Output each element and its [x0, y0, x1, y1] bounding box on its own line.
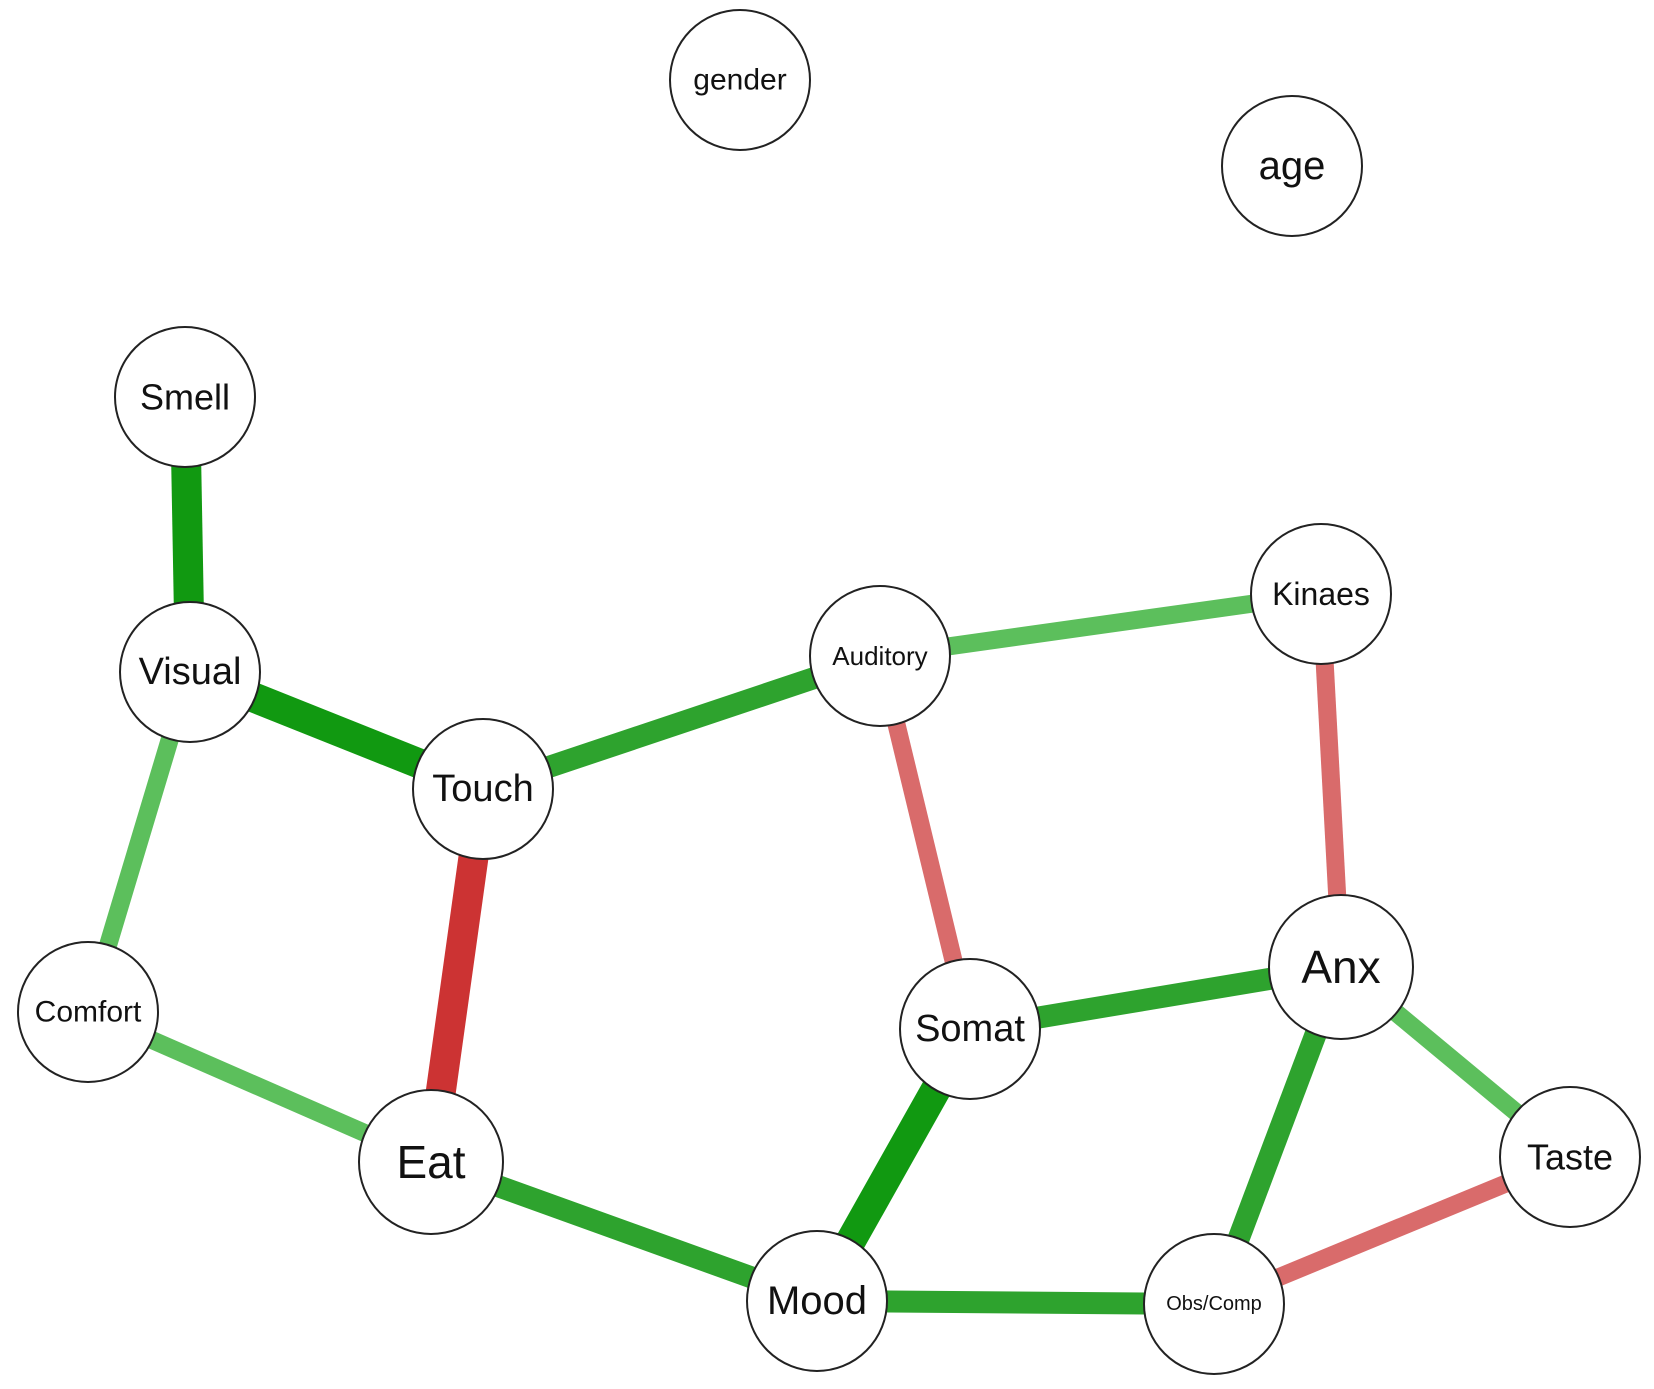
- node-taste: Taste: [1499, 1086, 1641, 1228]
- node-gender: gender: [669, 9, 811, 151]
- node-circle-touch: [412, 718, 554, 860]
- node-smell: Smell: [114, 326, 256, 468]
- node-label-anx: Anx: [1301, 941, 1380, 993]
- node-kinaes: Kinaes: [1250, 523, 1392, 665]
- node-circle-comfort: [17, 941, 159, 1083]
- node-circle-kinaes: [1250, 523, 1392, 665]
- node-label-eat: Eat: [396, 1136, 465, 1188]
- node-label-taste: Taste: [1527, 1137, 1613, 1178]
- node-label-auditory: Auditory: [832, 641, 927, 671]
- node-circle-obscomp: [1143, 1233, 1285, 1375]
- node-label-touch: Touch: [432, 768, 533, 810]
- node-circle-age: [1221, 95, 1363, 237]
- edge-auditory-kinaes: [878, 585, 1323, 665]
- node-circle-smell: [114, 326, 256, 468]
- node-anx: Anx: [1268, 894, 1414, 1040]
- node-circle-mood: [746, 1230, 888, 1372]
- node-label-gender: gender: [693, 64, 786, 97]
- node-label-mood: Mood: [767, 1279, 867, 1323]
- node-circle-taste: [1499, 1086, 1641, 1228]
- node-circle-eat: [358, 1089, 504, 1235]
- node-label-obscomp: Obs/Comp: [1166, 1293, 1262, 1315]
- node-circle-auditory: [809, 585, 951, 727]
- node-circle-anx: [1268, 894, 1414, 1040]
- node-label-somat: Somat: [915, 1008, 1025, 1050]
- node-age: age: [1221, 95, 1363, 237]
- node-label-kinaes: Kinaes: [1272, 576, 1370, 612]
- node-somat: Somat: [899, 958, 1041, 1100]
- node-label-age: age: [1259, 144, 1326, 188]
- node-auditory: Auditory: [809, 585, 951, 727]
- node-obscomp: Obs/Comp: [1143, 1233, 1285, 1375]
- node-touch: Touch: [412, 718, 554, 860]
- node-label-smell: Smell: [140, 377, 230, 418]
- node-comfort: Comfort: [17, 941, 159, 1083]
- node-label-visual: Visual: [139, 651, 242, 693]
- node-circle-gender: [669, 9, 811, 151]
- node-circle-visual: [119, 601, 261, 743]
- node-label-comfort: Comfort: [35, 996, 142, 1029]
- node-mood: Mood: [746, 1230, 888, 1372]
- node-visual: Visual: [119, 601, 261, 743]
- node-circle-somat: [899, 958, 1041, 1100]
- node-eat: Eat: [358, 1089, 504, 1235]
